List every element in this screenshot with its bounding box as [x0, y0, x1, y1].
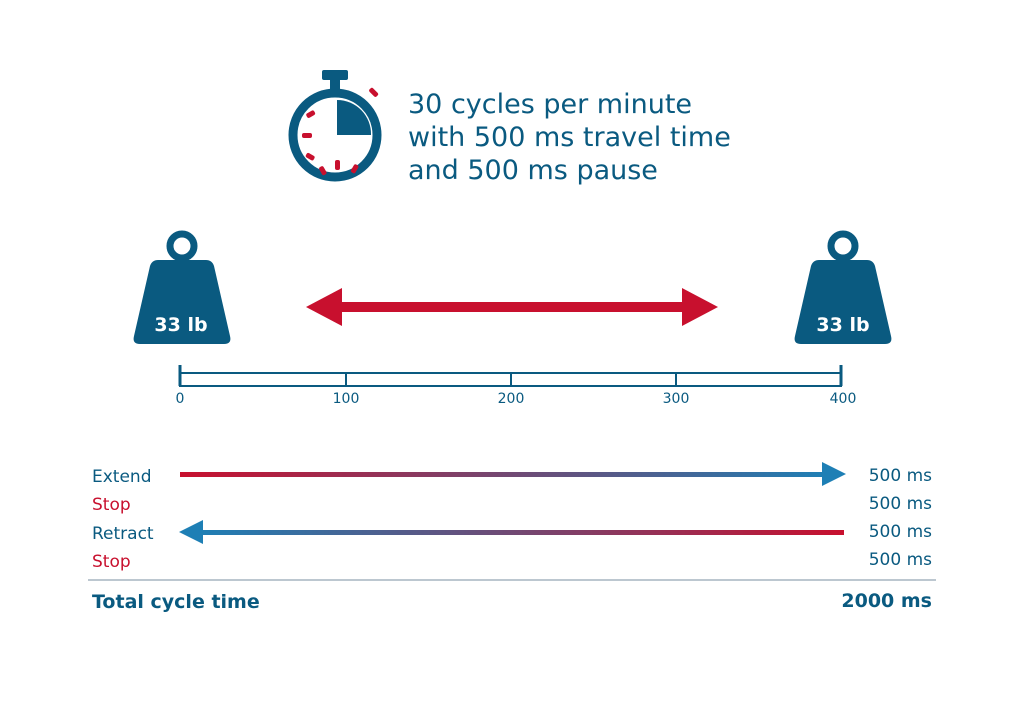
- distance-scale: 0 100 200 300 400: [176, 365, 857, 407]
- phase-label-stop: Stop: [92, 552, 131, 572]
- kettlebell-weight-icon: [794, 230, 892, 344]
- total-row: Total cycle time 2000 ms: [92, 590, 932, 613]
- phase-label-retract: Retract: [92, 524, 154, 544]
- phase-duration: 500 ms: [869, 466, 932, 486]
- right-weight-label: 33 lb: [816, 314, 869, 336]
- total-value: 2000 ms: [841, 590, 932, 612]
- scale-tick-label: 400: [830, 391, 857, 407]
- left-weight-label: 33 lb: [154, 314, 207, 336]
- scale-tick-label: 0: [176, 391, 185, 407]
- phase-label-extend: Extend: [92, 467, 152, 487]
- double-arrow-icon: [306, 288, 718, 326]
- left-weight: 33 lb: [133, 230, 231, 344]
- stopwatch-icon: [288, 70, 382, 182]
- extend-arrow-head: [822, 462, 846, 486]
- headline-line: and 500 ms pause: [408, 155, 658, 186]
- headline: 30 cycles per minute with 500 ms travel …: [408, 88, 928, 187]
- right-weight: 33 lb: [794, 230, 892, 344]
- phase-duration: 500 ms: [869, 550, 932, 570]
- headline-line: 30 cycles per minute: [408, 89, 693, 120]
- kettlebell-weight-icon: [133, 230, 231, 344]
- scale-tick-label: 300: [663, 391, 690, 407]
- phase-duration: 500 ms: [869, 522, 932, 542]
- scale-tick-label: 200: [498, 391, 525, 407]
- retract-arrow-head: [179, 520, 203, 544]
- headline-line: with 500 ms travel time: [408, 122, 731, 153]
- phase-table: Extend 500 ms Stop 500 ms Retract 500 ms…: [92, 462, 932, 572]
- phase-label-stop: Stop: [92, 495, 131, 515]
- retract-arrow-shaft: [198, 530, 844, 535]
- extend-arrow-shaft: [180, 472, 826, 477]
- scale-tick-label: 100: [333, 391, 360, 407]
- phase-duration: 500 ms: [869, 494, 932, 514]
- total-label: Total cycle time: [92, 591, 260, 613]
